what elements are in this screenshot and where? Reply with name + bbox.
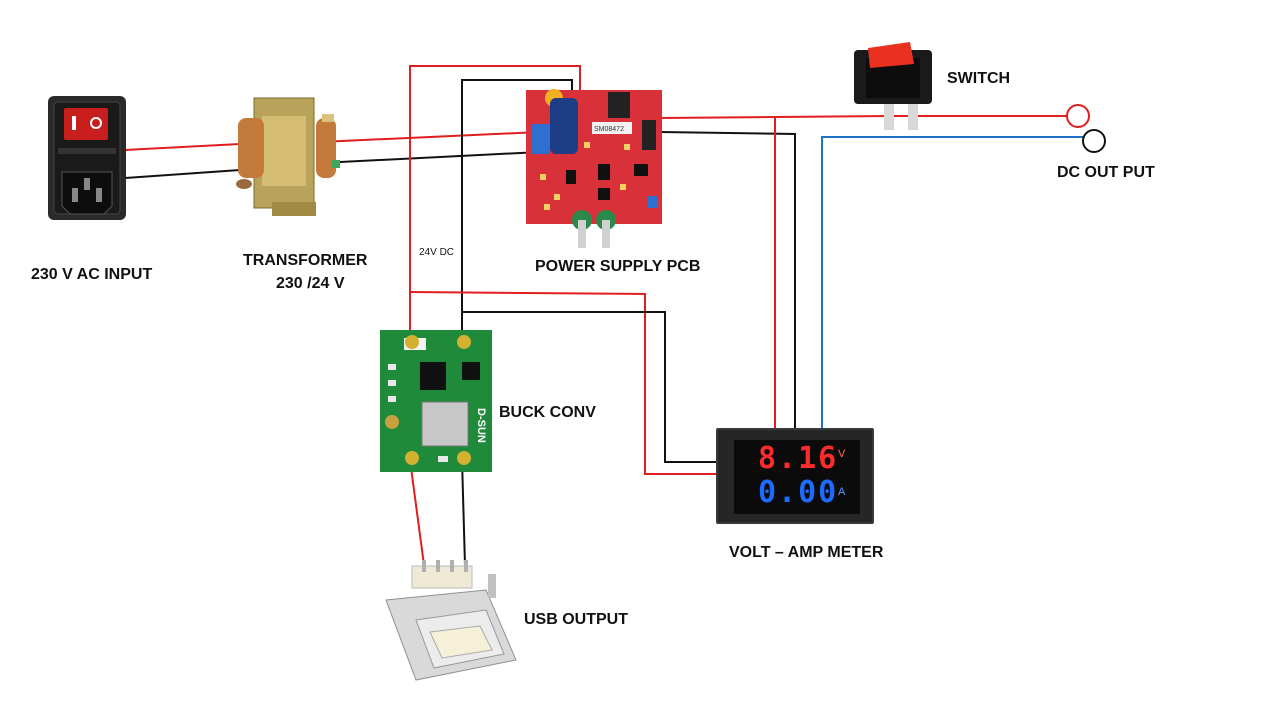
wire-out-black (659, 131, 796, 428)
wire-usb-red (409, 459, 425, 566)
label-switch: SWITCH (947, 70, 1011, 87)
dc-out-black-terminal (1082, 129, 1106, 153)
buck-converter-icon: D-SUN (380, 330, 492, 472)
dc-out-red-terminal (1066, 104, 1090, 128)
wire-trafo-red (319, 131, 541, 143)
wire-24v-red (409, 65, 581, 342)
meter-voltage-unit: V (838, 448, 846, 460)
psu-module-text: SM08472 (594, 126, 624, 133)
label-volt-amp-meter: VOLT – AMP METER (729, 544, 884, 561)
buck-chip-text: D-SUN (475, 408, 487, 443)
meter-voltage-readout: 8.16 (758, 441, 839, 476)
label-24v-dc: 24V DC (419, 247, 455, 258)
label-power-supply-pcb: POWER SUPPLY PCB (535, 258, 701, 275)
wire-ac-red (124, 143, 241, 151)
wire-trafo-black (339, 151, 541, 163)
transformer-icon (236, 97, 340, 216)
wire-usb-black (461, 459, 466, 566)
meter-current-readout: 0.00 (758, 475, 839, 510)
wire-ac-black (124, 169, 241, 179)
label-transformer-rating: 230 /24 V (276, 275, 345, 292)
label-usb-output: USB OUTPUT (524, 611, 628, 628)
meter-current-unit: A (838, 486, 846, 498)
usb-connector-icon (385, 560, 517, 681)
wire-meter-black-supply (462, 311, 718, 463)
wire-meter-red-supply (409, 291, 718, 475)
ac-socket-icon (48, 96, 126, 220)
label-dc-out-put: DC OUT PUT (1057, 164, 1155, 181)
wire-blue (821, 136, 1083, 428)
label-ac-input: 230 V AC INPUT (31, 266, 153, 283)
switch-icon (854, 42, 932, 130)
power-supply-pcb-icon: SM08472 (526, 89, 662, 248)
label-transformer: TRANSFORMER (243, 252, 368, 269)
meter-screen (734, 440, 860, 514)
label-buck-conv: BUCK CONV (499, 404, 596, 421)
volt-amp-meter: 8.16 V 0.00 A (716, 428, 874, 524)
